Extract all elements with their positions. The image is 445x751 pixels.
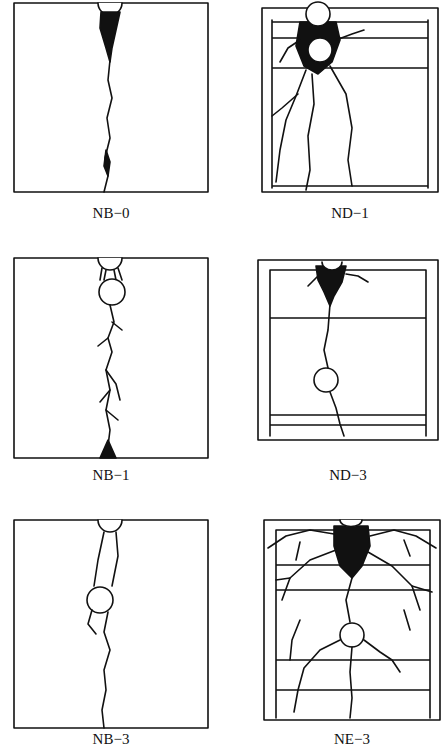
crack-line xyxy=(276,540,432,592)
crack-line xyxy=(280,40,300,62)
crack-line xyxy=(330,392,344,436)
crack-line xyxy=(330,66,352,186)
crack-line xyxy=(324,304,330,368)
specimen-label: NB−0 xyxy=(41,205,181,222)
crack-line xyxy=(368,552,420,610)
crack-line xyxy=(272,20,428,188)
specimen-label: NE−3 xyxy=(282,731,422,748)
crack-line xyxy=(104,150,110,176)
crack-line xyxy=(296,22,340,74)
crack-line xyxy=(100,268,122,280)
specimen-nd3 xyxy=(258,260,438,440)
specimen-outline xyxy=(14,520,208,728)
specimen-nd1 xyxy=(262,2,438,192)
anchor-hole xyxy=(99,279,125,305)
crack-line xyxy=(270,270,426,436)
crack-line xyxy=(336,30,364,40)
crack-line xyxy=(350,647,352,718)
crack-line xyxy=(282,550,336,600)
specimen-label: ND−1 xyxy=(280,205,420,222)
crack-line xyxy=(334,526,370,578)
crack-line xyxy=(100,12,120,62)
crack-line xyxy=(370,530,436,548)
crack-line xyxy=(340,520,362,527)
specimen-label: ND−3 xyxy=(278,467,418,484)
specimen-outline xyxy=(258,260,438,440)
crack-line xyxy=(94,532,118,586)
specimen-label: NB−3 xyxy=(41,731,181,748)
crack-line xyxy=(102,612,110,728)
crack-line xyxy=(308,274,368,286)
crack-line xyxy=(104,60,112,192)
anchor-hole xyxy=(87,587,113,613)
specimen-nb1 xyxy=(14,258,208,458)
crack-line xyxy=(98,520,122,532)
crack-line xyxy=(306,74,314,190)
crack-line xyxy=(88,610,96,634)
specimen-outline xyxy=(262,8,438,192)
anchor-hole xyxy=(306,2,330,26)
specimen-ne3 xyxy=(264,520,440,720)
crack-line xyxy=(272,94,298,116)
crack-line xyxy=(268,530,334,548)
crack-line xyxy=(276,70,306,182)
anchor-hole xyxy=(308,38,332,62)
anchor-hole xyxy=(314,368,338,392)
specimen-nb0 xyxy=(14,3,208,192)
specimen-outline xyxy=(264,520,440,720)
crack-line xyxy=(100,440,116,458)
crack-line xyxy=(346,578,352,622)
crack-line xyxy=(364,640,400,672)
specimen-outline xyxy=(14,3,208,192)
crack-line xyxy=(316,266,346,306)
crack-line xyxy=(290,610,410,660)
specimen-outline xyxy=(14,258,208,458)
anchor-hole xyxy=(340,623,364,647)
specimen-label: NB−1 xyxy=(41,467,181,484)
crack-line xyxy=(294,640,340,712)
crack-line xyxy=(98,322,122,420)
crack-line xyxy=(322,262,342,270)
specimen-nb3 xyxy=(14,520,208,728)
